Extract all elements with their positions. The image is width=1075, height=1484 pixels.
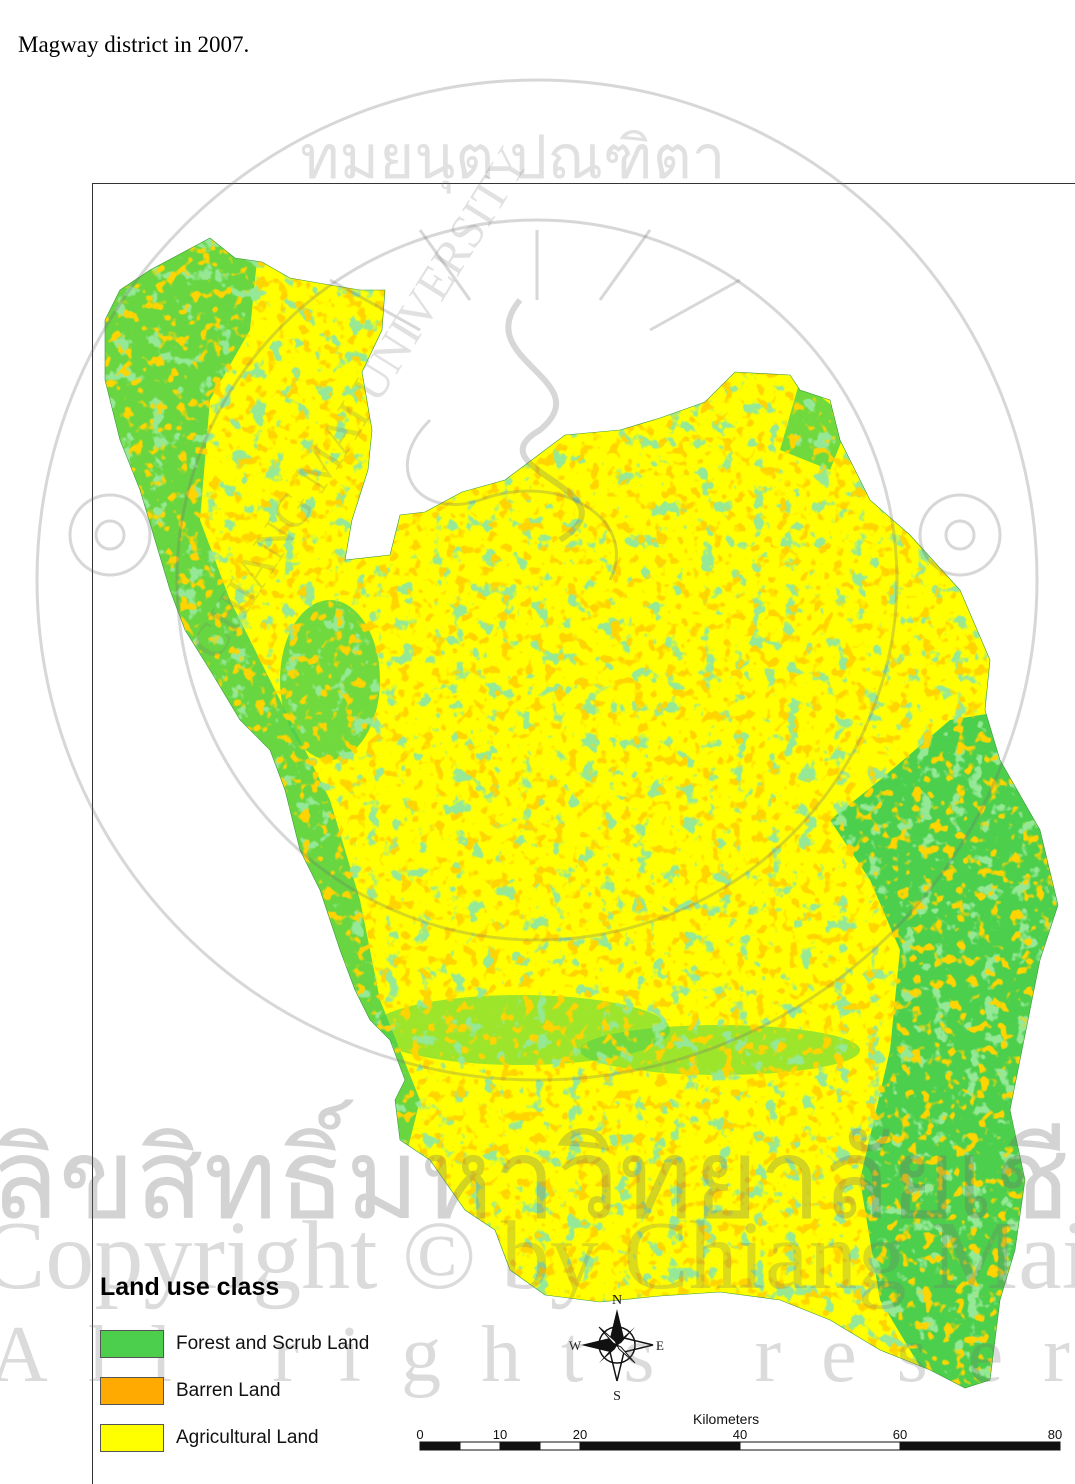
scale-tick-label: 20	[572, 1427, 588, 1442]
north-label: N	[612, 1293, 622, 1308]
scale-unit-label: Kilometers	[693, 1411, 760, 1427]
legend-label-forest: Forest and Scrub Land	[176, 1333, 370, 1354]
legend-item-forest: Forest and Scrub Land	[100, 1330, 369, 1358]
legend-label-barren: Barren Land	[176, 1380, 281, 1401]
north-arrow-icon	[581, 1309, 654, 1382]
map-frame	[92, 183, 1075, 1484]
scale-tick-label: 80	[1047, 1427, 1063, 1442]
flower-right-icon	[918, 493, 1002, 577]
legend-item-barren: Barren Land	[100, 1377, 281, 1405]
scale-tick-label: 0	[416, 1427, 424, 1442]
caption: Magway district in 2007.	[18, 32, 250, 57]
scale-tick-label: 40	[732, 1427, 748, 1442]
legend-label-agricultural: Agricultural Land	[176, 1427, 319, 1448]
scale-tick-label: 10	[492, 1427, 508, 1442]
legend-item-agricultural: Agricultural Land	[100, 1424, 319, 1452]
legend-title: Land use class	[100, 1273, 280, 1301]
land-use-raster	[105, 238, 1058, 1388]
legend-swatch-agricultural	[100, 1424, 164, 1452]
scale-bar	[419, 1441, 1061, 1451]
legend-swatch-barren	[100, 1377, 164, 1405]
watermark-seal	[35, 78, 1039, 1082]
legend-swatch-forest	[100, 1330, 164, 1358]
flower-left-icon	[68, 493, 152, 577]
west-label: W	[569, 1338, 582, 1353]
east-label: E	[656, 1338, 664, 1353]
scale-tick-label: 60	[892, 1427, 908, 1442]
south-label: S	[613, 1389, 621, 1404]
